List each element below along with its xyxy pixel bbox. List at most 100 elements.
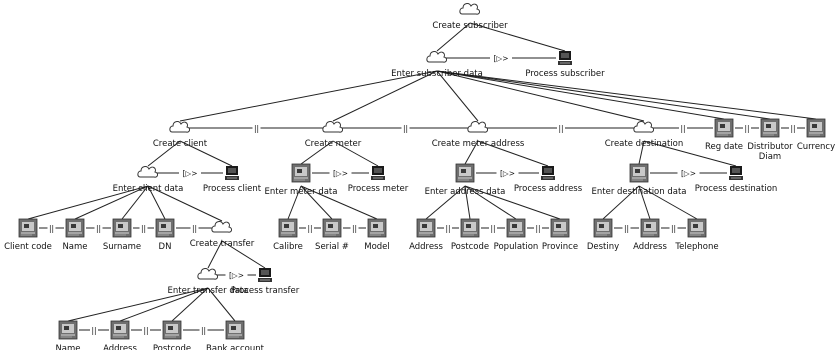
task-label: Model [364, 242, 390, 252]
tree-edge [436, 70, 725, 120]
sibling-connectors: [▷>[▷>[▷>[▷>[▷>[▷>||||||||||||||||||||||… [39, 53, 805, 335]
concurrency-operator-label: || [445, 224, 450, 233]
tree-edge [171, 287, 209, 322]
concurrency-operator-label: || [671, 224, 676, 233]
computer-icon [541, 166, 555, 180]
connector-label-bg [444, 223, 452, 233]
concurrency-operator-label: || [143, 326, 148, 335]
tree-edge [300, 140, 334, 165]
computer-icon [729, 166, 743, 180]
task-label: Process subscriber [525, 69, 605, 79]
task-node-ma-postcode: Postcode [451, 218, 489, 252]
computer-icon [371, 166, 385, 180]
interaction-icon [65, 218, 85, 238]
task-label: Currency [797, 142, 835, 152]
task-label: Telephone [674, 242, 718, 252]
concurrency-operator-label: || [254, 124, 259, 133]
interaction-icon [593, 218, 613, 238]
tree-edge [436, 70, 479, 122]
enabling-operator-label: [▷> [681, 169, 696, 178]
task-node-create-subscriber: Create subscriber [432, 3, 508, 31]
enabling-operator-label: [▷> [333, 169, 348, 178]
task-node-population: Population [494, 218, 538, 252]
tree-edge [464, 140, 479, 165]
enabling-operator-label: [▷> [494, 54, 509, 63]
task-label: Process client [203, 184, 262, 194]
task-node-enter-subscriber-data: Enter subscriber data [391, 51, 483, 79]
cloud-icon [322, 121, 343, 133]
connector-label-bg [677, 168, 700, 178]
interaction-icon [155, 218, 175, 238]
task-label: Process meter [348, 184, 409, 194]
concurrency-operator-label: || [307, 224, 312, 233]
interaction-icon [18, 218, 38, 238]
connector-label-bg [306, 223, 314, 233]
tree-edge [464, 185, 471, 220]
tree-edge [643, 140, 737, 167]
interaction-icon [760, 118, 780, 138]
task-label: Province [542, 242, 578, 252]
concurrency-operator-label: || [91, 326, 96, 335]
task-node-create-client: Create client [153, 121, 208, 149]
task-node-create-destination: Create destination [605, 121, 683, 149]
tree-edge [638, 185, 698, 220]
task-label: Enter subscriber data [391, 69, 483, 79]
task-node-bank-account: Bank account [206, 320, 265, 350]
tree-edge [464, 185, 561, 220]
interaction-icon [714, 118, 734, 138]
task-node-t-name: Name [55, 320, 81, 350]
concurrency-operator-label: || [624, 224, 629, 233]
tree-edge [464, 185, 517, 220]
task-node-surname: Surname [103, 218, 141, 252]
interaction-icon [162, 320, 182, 340]
tree-edge [221, 240, 266, 269]
cloud-icon [426, 51, 447, 63]
tree-edge [179, 140, 233, 167]
connector-label-bg [534, 223, 542, 233]
task-label: Calibre [273, 242, 303, 252]
task-node-telephone: Telephone [674, 218, 719, 252]
connector-label-bg [743, 123, 751, 133]
task-label: Process address [514, 184, 583, 194]
task-label: Process destination [695, 184, 778, 194]
tree-edge [67, 287, 209, 322]
interaction-icon [278, 218, 298, 238]
task-node-client-code: Client code [4, 218, 52, 252]
interaction-icon [506, 218, 526, 238]
concurrency-operator-label: || [744, 124, 749, 133]
enabling-operator-label: [▷> [183, 169, 198, 178]
tree-edge [147, 185, 166, 220]
tree-edge [469, 22, 566, 52]
tree-edge [119, 287, 209, 322]
connector-label-bg [789, 123, 797, 133]
task-label: Create meter [305, 139, 362, 149]
computer-icon [558, 51, 572, 65]
task-node-dn: DN [155, 218, 175, 252]
task-label: Address [103, 344, 137, 350]
task-node-province: Province [542, 218, 578, 252]
connector-label-bg [47, 223, 56, 233]
task-node-calibre: Calibre [273, 218, 303, 252]
task-label: Address [409, 242, 443, 252]
task-node-process-client: Process client [203, 166, 262, 194]
connector-label-bg [225, 270, 248, 280]
connector-label-bg [190, 223, 199, 233]
connector-label-bg [350, 223, 359, 233]
interaction-icon [687, 218, 707, 238]
interaction-icon [225, 320, 245, 340]
connector-label-bg [679, 123, 687, 133]
cloud-icon [633, 121, 654, 133]
tree-edge [436, 70, 817, 120]
cloud-icon [169, 121, 190, 133]
tree-edge [74, 185, 149, 220]
interaction-icon [460, 218, 480, 238]
task-label: Postcode [451, 242, 489, 252]
connector-label-bg [90, 325, 98, 335]
tree-edges [27, 22, 817, 322]
task-node-enter-client-data: Enter client data [113, 166, 183, 194]
task-node-enter-transfer-data: Enter transfer data [168, 268, 248, 296]
task-node-t-address: Address [103, 320, 137, 350]
task-label: Create transfer [190, 239, 255, 249]
